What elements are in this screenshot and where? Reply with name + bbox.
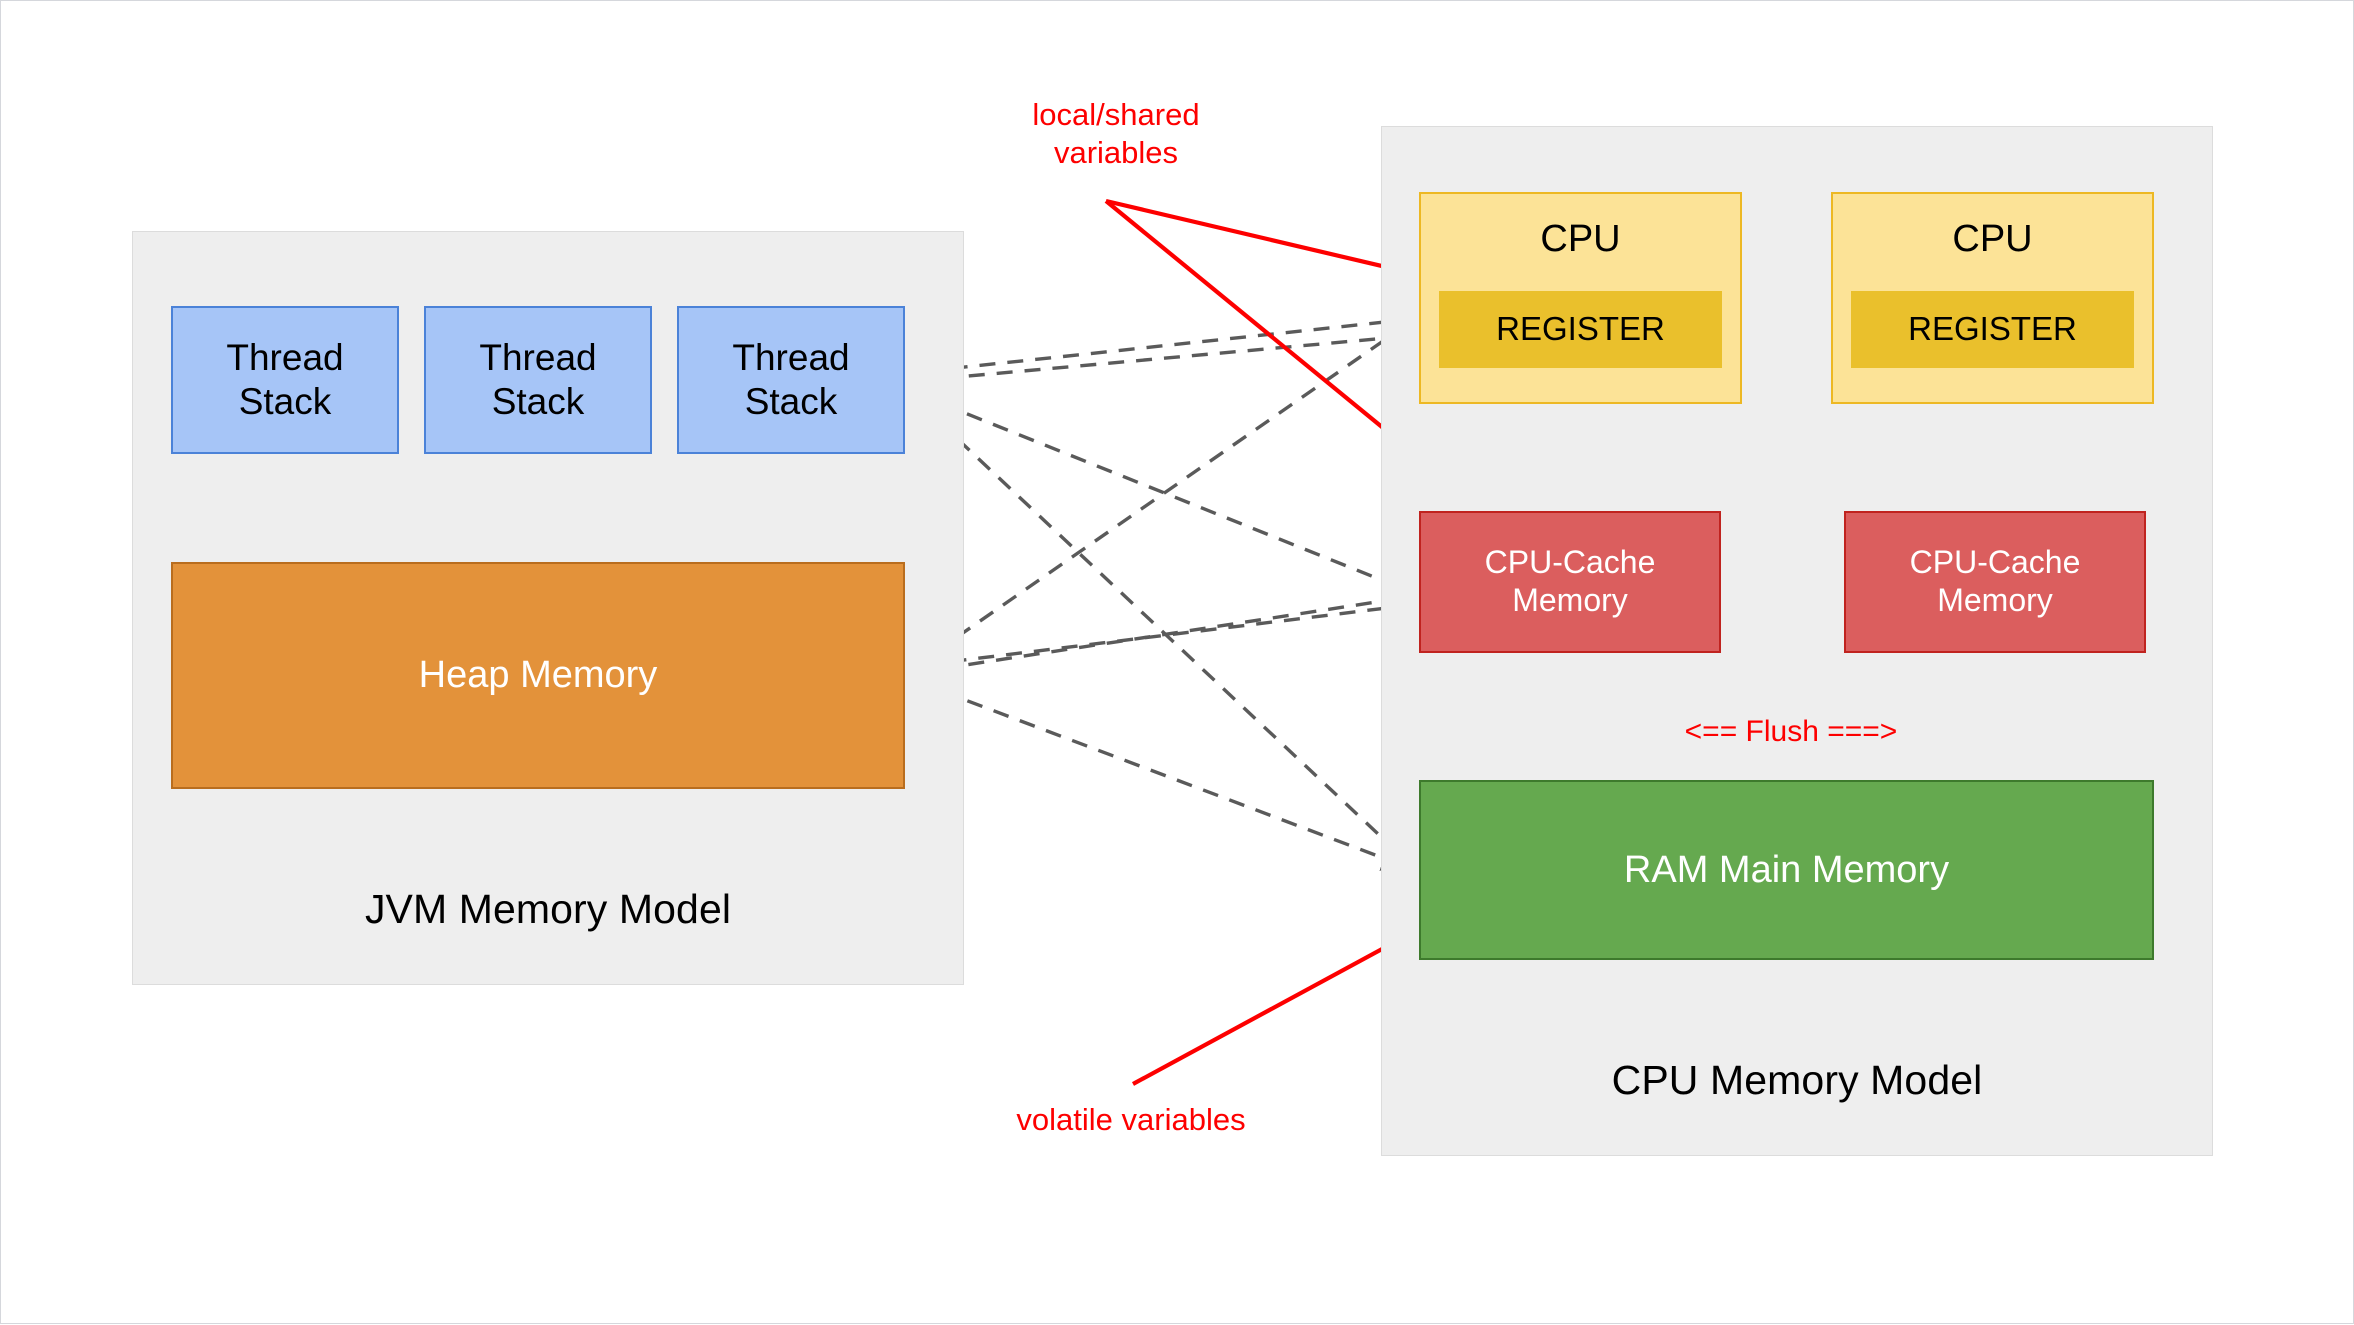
ram-main-memory-box[interactable]: RAM Main Memory bbox=[1419, 780, 2154, 960]
cpu-cache-memory-box-2[interactable]: CPU-Cache Memory bbox=[1844, 511, 2146, 653]
register-box-2[interactable]: REGISTER bbox=[1851, 291, 2134, 368]
register-box-1[interactable]: REGISTER bbox=[1439, 291, 1722, 368]
thread-stack-box-3[interactable]: Thread Stack bbox=[677, 306, 905, 454]
cpu-cache-memory-box-1[interactable]: CPU-Cache Memory bbox=[1419, 511, 1721, 653]
connector-heap-to-register bbox=[910, 320, 1413, 671]
cpu-box-1[interactable]: CPU REGISTER bbox=[1419, 192, 1742, 404]
heap-memory-box[interactable]: Heap Memory bbox=[171, 562, 905, 789]
heap-memory-label: Heap Memory bbox=[418, 654, 658, 697]
connector-heap-to-ram bbox=[914, 679, 1412, 871]
ram-main-memory-label: RAM Main Memory bbox=[1623, 848, 1950, 891]
connector-heap-to-cache bbox=[912, 587, 1414, 675]
connector-register-to-thread bbox=[904, 317, 1414, 384]
annotation-volatile-variables: volatile variables bbox=[1016, 1102, 1246, 1137]
cpu-label-2: CPU bbox=[1952, 218, 2033, 260]
cpu-box-2[interactable]: CPU REGISTER bbox=[1831, 192, 2154, 404]
thread-stack-box-2[interactable]: Thread Stack bbox=[424, 306, 652, 454]
flush-label: <== Flush ===> bbox=[1684, 715, 1898, 748]
annotation-local-shared-variables: local/shared variables bbox=[1032, 97, 1200, 170]
cpu-cache-label-1: CPU-Cache Memory bbox=[1484, 544, 1656, 618]
connector-thread-to-cache bbox=[914, 391, 1414, 595]
connector-cache-to-heap bbox=[902, 603, 1412, 678]
thread-stack-label-2: Thread Stack bbox=[479, 337, 597, 422]
thread-stack-label-3: Thread Stack bbox=[732, 337, 850, 422]
connector-thread-to-ram bbox=[915, 399, 1413, 867]
jvm-panel-title: JVM Memory Model bbox=[364, 885, 732, 932]
thread-stack-box-1[interactable]: Thread Stack bbox=[171, 306, 399, 454]
cpu-cache-label-2: CPU-Cache Memory bbox=[1909, 544, 2081, 618]
connector-thread-to-register bbox=[912, 325, 1414, 383]
thread-stack-label-1: Thread Stack bbox=[226, 337, 344, 422]
cpu-label-1: CPU bbox=[1540, 218, 1621, 260]
cpu-panel-title: CPU Memory Model bbox=[1611, 1056, 1983, 1103]
